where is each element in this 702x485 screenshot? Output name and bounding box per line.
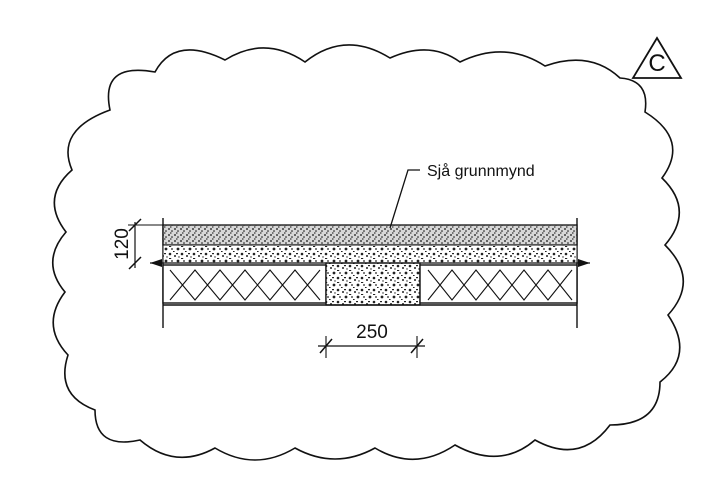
thickness-tick-bottom — [128, 256, 142, 270]
width-tick-right — [410, 338, 424, 354]
revision-cloud — [52, 44, 685, 461]
thickness-tick-top — [128, 218, 142, 232]
insulation-right-hatch — [427, 269, 573, 301]
level-arrow-left — [150, 259, 162, 267]
width-dimension: 250 — [318, 322, 425, 358]
annotation-leader: Sjå grunnmynd — [389, 162, 535, 229]
top-layer — [162, 224, 578, 246]
mid-layer — [162, 244, 578, 264]
annotation-text: Sjå grunnmynd — [427, 162, 535, 180]
width-tick-left — [319, 338, 333, 354]
revision-marker: C — [631, 36, 683, 79]
thickness-label: 120 — [112, 228, 133, 260]
leader-line — [389, 169, 420, 229]
concrete-beam — [325, 262, 421, 306]
level-arrow-right — [578, 259, 590, 267]
revision-triangle — [631, 36, 683, 79]
revision-letter: C — [648, 50, 665, 77]
thickness-dimension: 120 — [112, 218, 165, 270]
width-label: 250 — [356, 322, 388, 343]
insulation-left-hatch — [169, 269, 321, 301]
slab-section — [150, 218, 590, 328]
